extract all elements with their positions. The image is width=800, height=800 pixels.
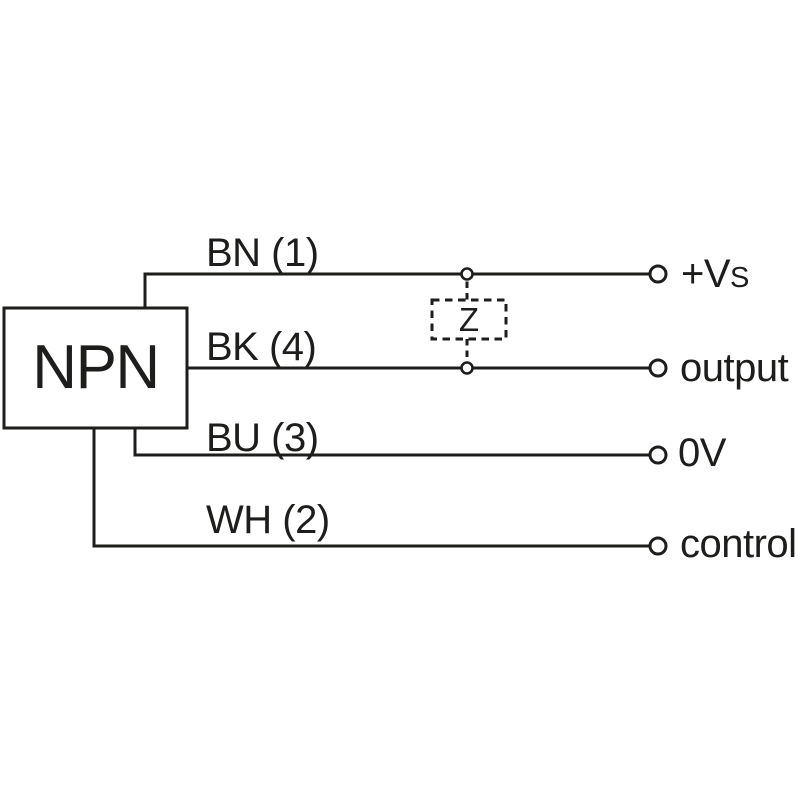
impedance-box (430, 298, 508, 341)
wire-bu (133, 428, 649, 457)
terminal-circle-0v (648, 445, 668, 465)
junction-dot-bk (460, 361, 474, 375)
device-label: NPN (32, 333, 160, 402)
impedance-label: Z (458, 301, 480, 338)
junction-dot-bn (460, 267, 474, 281)
wire-wh (92, 428, 649, 548)
terminal-label-vs-main: +V (681, 252, 731, 296)
device-box (2, 306, 189, 430)
wire-bn (143, 272, 649, 308)
terminal-circle-vs (648, 264, 668, 284)
terminal-label-vs: +Vs (681, 254, 749, 294)
wire-label-wh: WH (2) (206, 498, 330, 542)
terminal-label-control: control (680, 522, 797, 566)
terminal-circle-output (648, 358, 668, 378)
terminal-label-output: output (680, 346, 789, 390)
terminal-circle-control (648, 536, 668, 556)
wire-label-bk: BK (4) (206, 325, 317, 369)
wire-label-bu: BU (3) (206, 416, 319, 460)
wire-label-bn: BN (1) (206, 231, 319, 275)
terminal-label-0v: 0V (678, 431, 726, 475)
terminal-label-vs-sub: s (730, 262, 749, 294)
